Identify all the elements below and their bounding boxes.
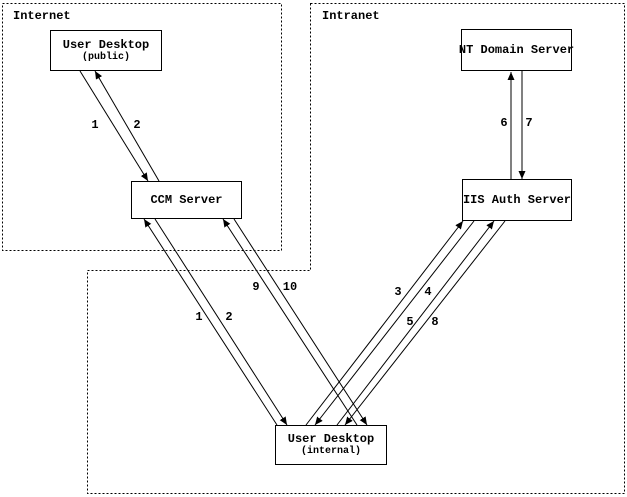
edge-label-10: 10 xyxy=(282,280,298,294)
intranet-zone-border xyxy=(87,3,625,494)
node-nt-domain-server: NT Domain Server xyxy=(458,29,575,71)
edge-label-1-internal-ccm: 1 xyxy=(195,310,203,324)
edge-line-2-ccm-to-internal xyxy=(154,218,288,426)
edge-label-2-ccm-internal: 2 xyxy=(225,310,233,324)
edge-label-8: 8 xyxy=(431,315,439,329)
edge-label-6: 6 xyxy=(500,116,508,130)
edge-label-5: 5 xyxy=(406,315,414,329)
zone-label-intranet: Intranet xyxy=(322,9,380,23)
node-subtitle: (public) xyxy=(81,51,130,63)
edge-line-3-internal-to-iis xyxy=(305,220,464,426)
edge-label-7: 7 xyxy=(525,116,533,130)
edge-line-1-public-to-ccm xyxy=(79,70,149,182)
node-title: NT Domain Server xyxy=(458,42,575,57)
node-title: User Desktop xyxy=(287,432,375,446)
node-ccm-server: CCM Server xyxy=(131,181,242,219)
edge-line-9-internal-to-ccm xyxy=(222,218,358,426)
edge-line-4-iis-to-internal xyxy=(314,220,475,426)
node-title: User Desktop xyxy=(62,37,150,52)
internet-zone-border xyxy=(2,3,282,251)
zone-label-internet: Internet xyxy=(13,9,71,23)
node-user-desktop-internal: User Desktop (internal) xyxy=(275,425,387,465)
edge-label-3: 3 xyxy=(394,285,402,299)
node-title: CCM Server xyxy=(150,192,223,207)
node-iis-auth-server: IIS Auth Server xyxy=(462,179,572,221)
edge-line-1-internal-to-ccm xyxy=(143,218,278,426)
edge-line-8-iis-to-internal xyxy=(344,220,506,426)
edge-label-2-ccm-public: 2 xyxy=(133,118,141,132)
edge-line-2-ccm-to-public xyxy=(94,70,160,182)
edge-label-1-public-ccm: 1 xyxy=(91,118,99,132)
edge-label-4: 4 xyxy=(424,285,432,299)
edge-line-10-ccm-to-internal xyxy=(233,218,368,426)
edge-label-9: 9 xyxy=(252,280,260,294)
node-subtitle: (internal) xyxy=(300,446,361,457)
edge-line-5-internal-to-iis xyxy=(336,220,495,426)
node-user-desktop-public: User Desktop (public) xyxy=(50,30,162,71)
node-title: IIS Auth Server xyxy=(462,192,572,207)
